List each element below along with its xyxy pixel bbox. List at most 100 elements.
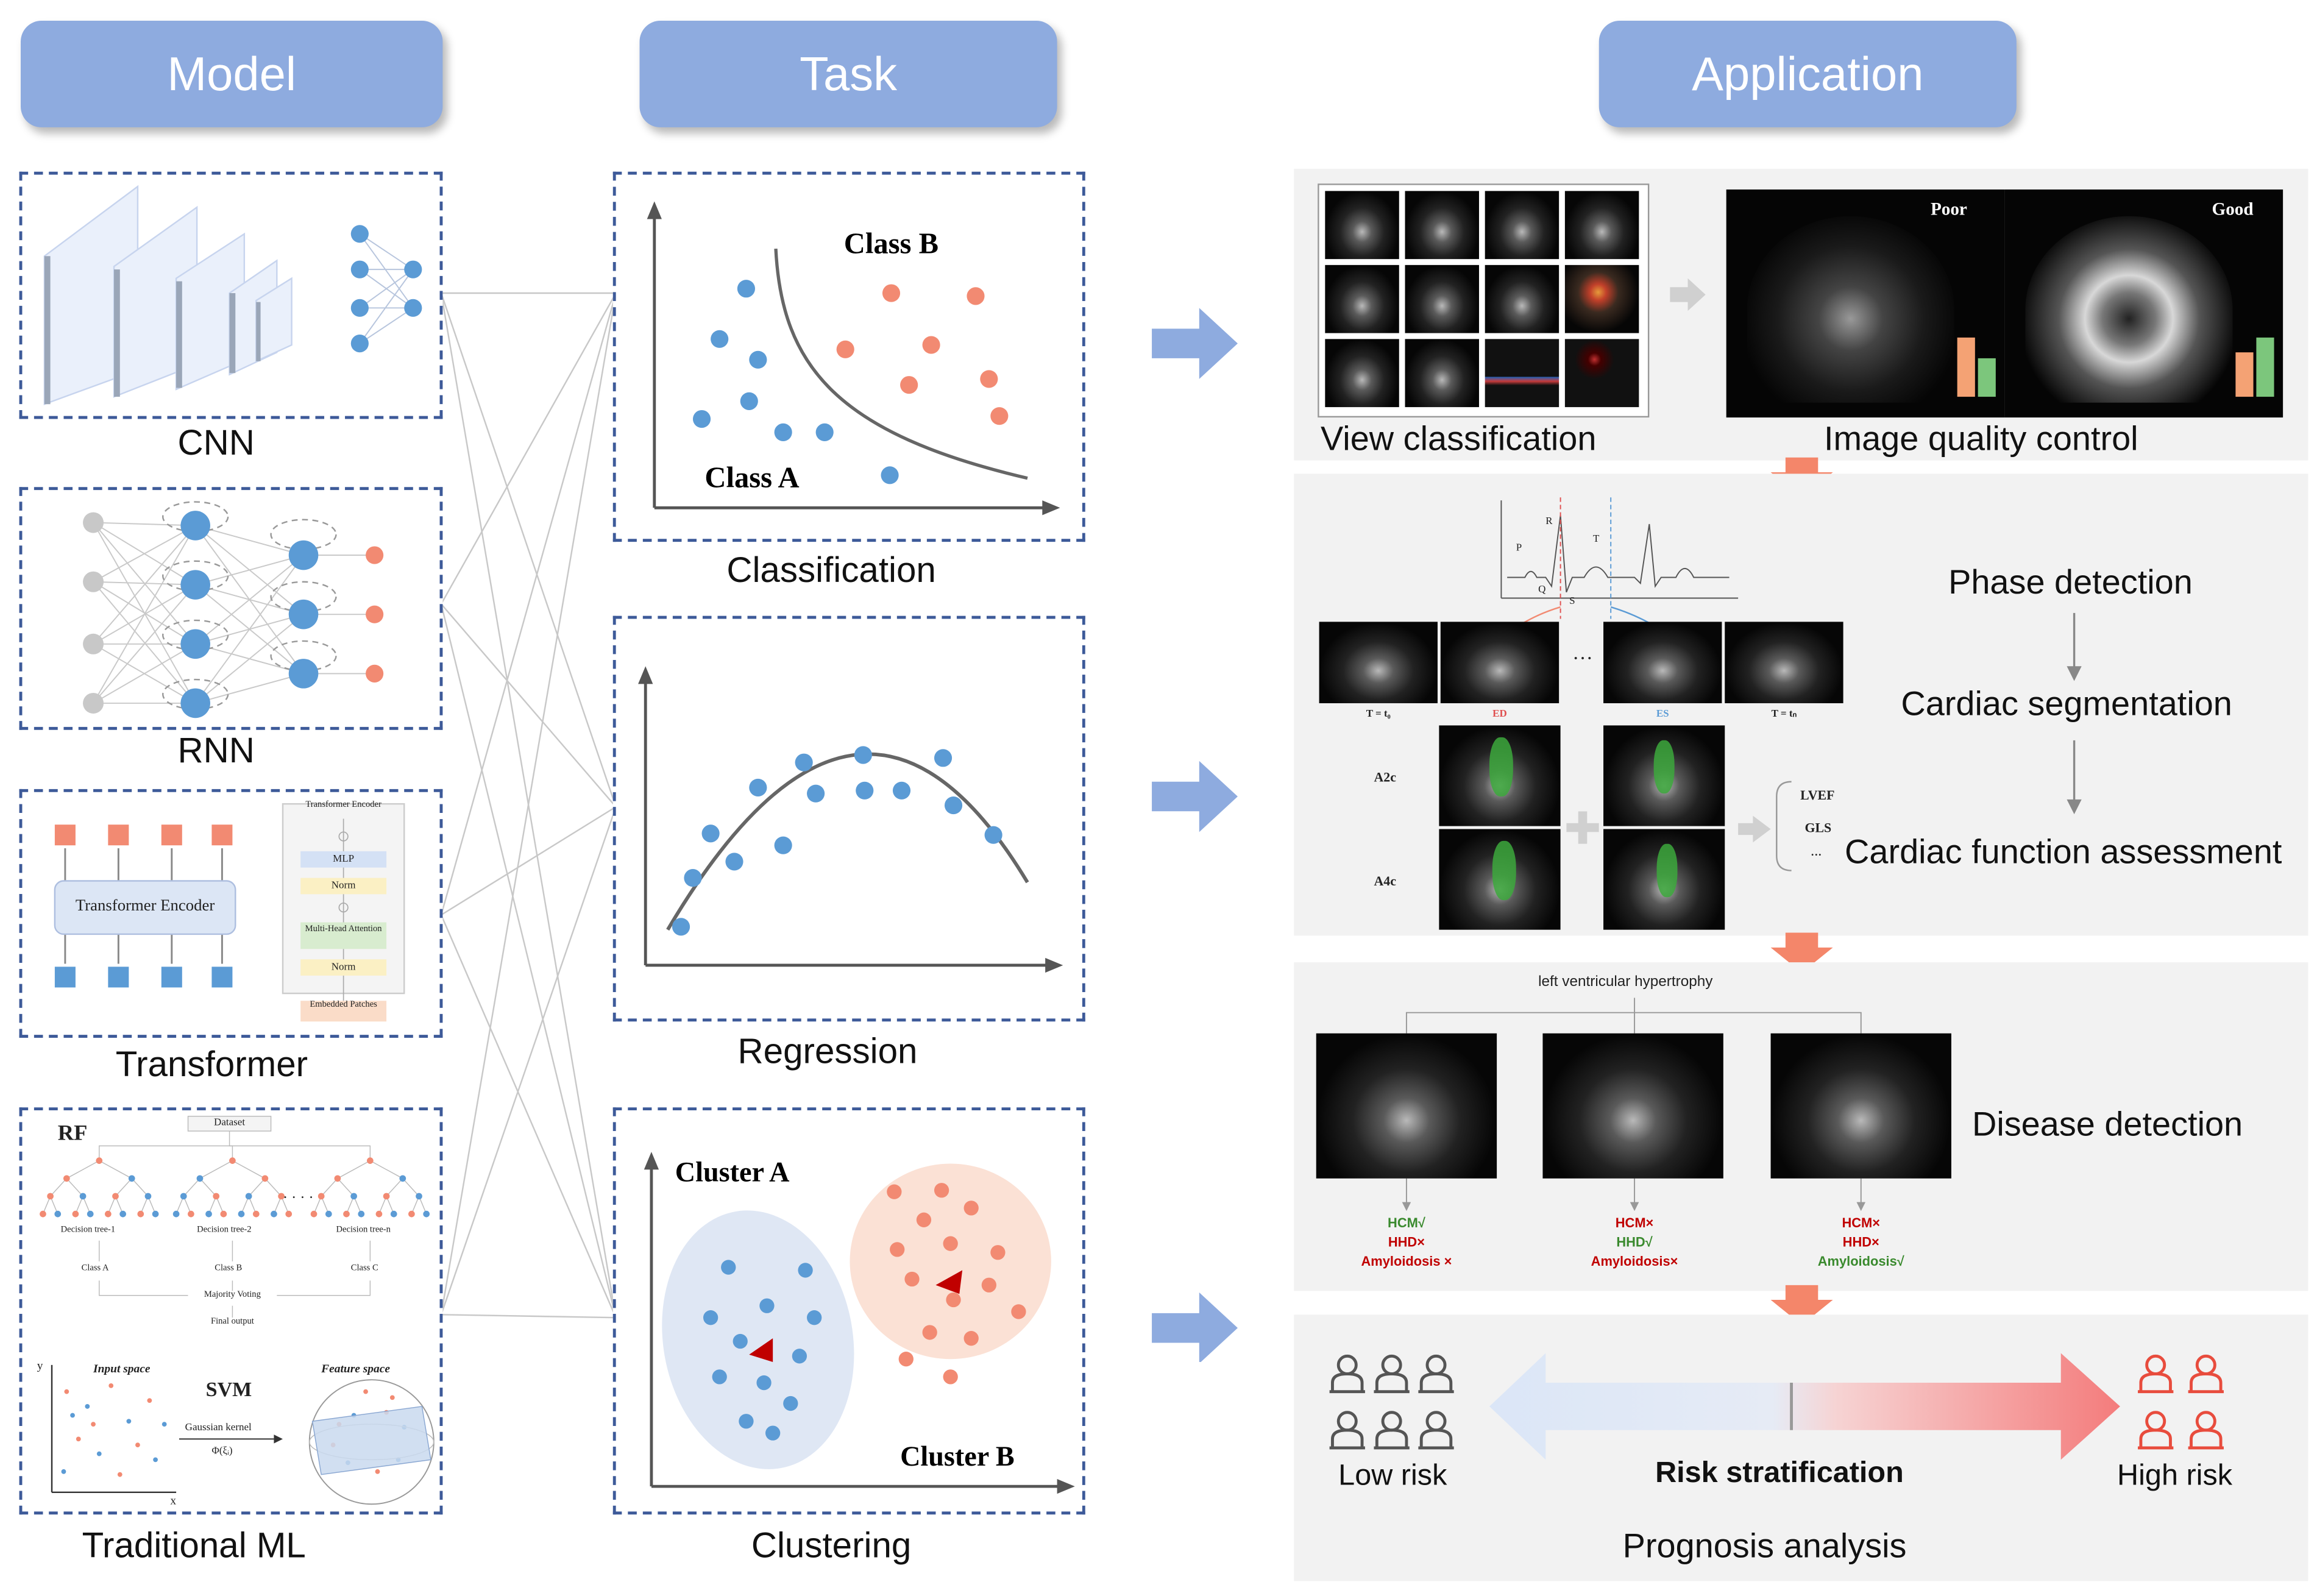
dataset-label: Dataset: [214, 1116, 246, 1129]
header-application: Application: [1598, 21, 2017, 127]
lvh-tree: [1402, 998, 1866, 1211]
seg-a2c-es: [1603, 725, 1725, 826]
traditional-ml-label: Traditional ML: [82, 1526, 306, 1567]
class-b-small: Class B: [215, 1264, 243, 1274]
high-risk-label: High risk: [2117, 1459, 2233, 1492]
tree-dots: · · · ·: [283, 1190, 314, 1207]
diagnosis-2: HCM× HHD√ Amyloidosis×: [1545, 1214, 1723, 1272]
ecg-r: R: [1545, 515, 1553, 527]
frame-es-label: ES: [1656, 708, 1669, 720]
traditional-ml-box: RF Dataset Decision tree-1 Decision tree…: [19, 1107, 443, 1515]
risk-arrow: [1489, 1353, 2120, 1460]
frame-dots: ···: [1572, 648, 1594, 671]
diagnosis-3: HCM× HHD× Amyloidosis√: [1772, 1214, 1950, 1272]
phase-to-seg-arrow: [2067, 612, 2082, 681]
classification-plot: [647, 201, 1060, 516]
quality-poor-image: [1726, 189, 2005, 418]
frame-t0-label: T = t₀: [1366, 708, 1391, 720]
disease-image-2: [1542, 1033, 1723, 1179]
feature-space-label: Feature space: [321, 1362, 390, 1375]
input-space-label: Input space: [93, 1362, 151, 1375]
transformer-diagram: [54, 803, 405, 1022]
seg-plus-icon: [1566, 811, 1599, 844]
rnn-label: RNN: [177, 731, 255, 771]
phi-label: Φ(ξᵢ): [211, 1445, 233, 1457]
svm-label: SVM: [205, 1380, 252, 1402]
final-output-label: Final output: [210, 1318, 254, 1327]
disease-detection-label: Disease detection: [1971, 1104, 2243, 1143]
cnn-label: CNN: [177, 423, 255, 464]
seg-a4c-es: [1603, 829, 1725, 930]
cluster-b-label: Cluster B: [900, 1442, 1015, 1474]
class-a-label: Class A: [704, 461, 800, 495]
metrics-bracket: [1776, 781, 1792, 871]
low-risk-label: Low risk: [1338, 1459, 1447, 1492]
quality-good-image: [2004, 189, 2283, 418]
image-quality-label: Image quality control: [1824, 419, 2138, 458]
ecg-p: P: [1516, 542, 1522, 554]
cluster-b-region: [850, 1163, 1051, 1360]
diag-1-amyloidosis: Amyloidosis ×: [1361, 1254, 1452, 1269]
clustering-label: Clustering: [751, 1526, 912, 1567]
frame-t0: [1319, 622, 1438, 703]
prognosis-label: Prognosis analysis: [1622, 1526, 1907, 1565]
diag-1-hhd: HHD×: [1388, 1235, 1425, 1250]
seg-a4c-ed: [1439, 829, 1561, 930]
panel-view-quality: Poor Good: [1294, 168, 2308, 461]
diagnosis-1: HCM√ HHD× Amyloidosis ×: [1318, 1214, 1496, 1272]
disease-image-3: [1770, 1033, 1951, 1179]
seg-to-function-arrow: [2067, 740, 2082, 815]
class-c-small: Class C: [350, 1264, 378, 1274]
panel-prognosis: Low risk Risk stratification High risk P…: [1294, 1314, 2308, 1581]
ecg-q: Q: [1538, 583, 1546, 595]
frame-tn-label: T = tₙ: [1771, 708, 1797, 720]
attention-label: Multi-Head Attention: [305, 925, 382, 934]
svm-diagram: [51, 1364, 435, 1505]
cluster-a-region: [662, 1210, 854, 1469]
classification-box: Class B Class A: [612, 171, 1085, 542]
seg-to-metrics-arrow: [1738, 815, 1771, 843]
norm-label-bottom: Norm: [331, 960, 356, 973]
frame-ed-label: ED: [1492, 708, 1507, 720]
gls-label: GLS: [1804, 820, 1832, 835]
kernel-label: Gaussian kernel: [185, 1421, 252, 1433]
cardiac-function-label: Cardiac function assessment: [1845, 832, 2282, 871]
cluster-a-centroid: [749, 1338, 773, 1363]
view-classification-label: View classification: [1321, 419, 1597, 458]
clustering-box: Cluster A Cluster B: [612, 1107, 1085, 1515]
diag-2-hcm: HCM×: [1615, 1215, 1654, 1230]
rnn-box: [19, 487, 443, 730]
diag-2-hhd: HHD√: [1616, 1235, 1653, 1250]
voting-label: Majority Voting: [188, 1291, 277, 1300]
cnn-box: [19, 171, 443, 419]
ecg-s: S: [1569, 595, 1575, 608]
frame-ed: [1440, 622, 1559, 703]
regression-plot: [638, 666, 1063, 973]
diag-3-amyloidosis: Amyloidosis√: [1817, 1254, 1904, 1269]
clustering-plot: [644, 1152, 1075, 1494]
tree-label-2: Decision tree-2: [197, 1225, 252, 1235]
good-label: Good: [2212, 198, 2254, 219]
a4c-label: A4c: [1374, 873, 1396, 888]
header-model: Model: [21, 21, 443, 127]
header-task: Task: [639, 21, 1057, 127]
cnn-diagram: [43, 185, 422, 405]
random-forest-diagram: [40, 1116, 430, 1318]
panel-phase-segmentation: P Q R S T ··· T = t₀ ED ES T = tₙ A2c A4…: [1294, 473, 2308, 936]
class-a-small: Class A: [81, 1264, 109, 1274]
cardiac-segmentation-label: Cardiac segmentation: [1901, 684, 2232, 723]
transformer-encoder-label: Transformer Encoder: [75, 897, 215, 915]
diag-1-hcm: HCM√: [1388, 1215, 1425, 1230]
transformer-label: Transformer: [115, 1045, 308, 1085]
tree-label-1: Decision tree-1: [60, 1225, 116, 1235]
high-risk-people-icons: [2135, 1350, 2229, 1454]
metrics-etc: ...: [1811, 843, 1822, 860]
regression-label: Regression: [737, 1032, 918, 1072]
encoder-block-title: Transformer Encoder: [305, 801, 381, 810]
diag-2-amyloidosis: Amyloidosis×: [1591, 1254, 1678, 1269]
view-grid: [1318, 183, 1650, 418]
frame-tn: [1725, 622, 1843, 703]
lvh-label: left ventricular hypertrophy: [1538, 974, 1713, 991]
cluster-a-label: Cluster A: [675, 1157, 790, 1189]
